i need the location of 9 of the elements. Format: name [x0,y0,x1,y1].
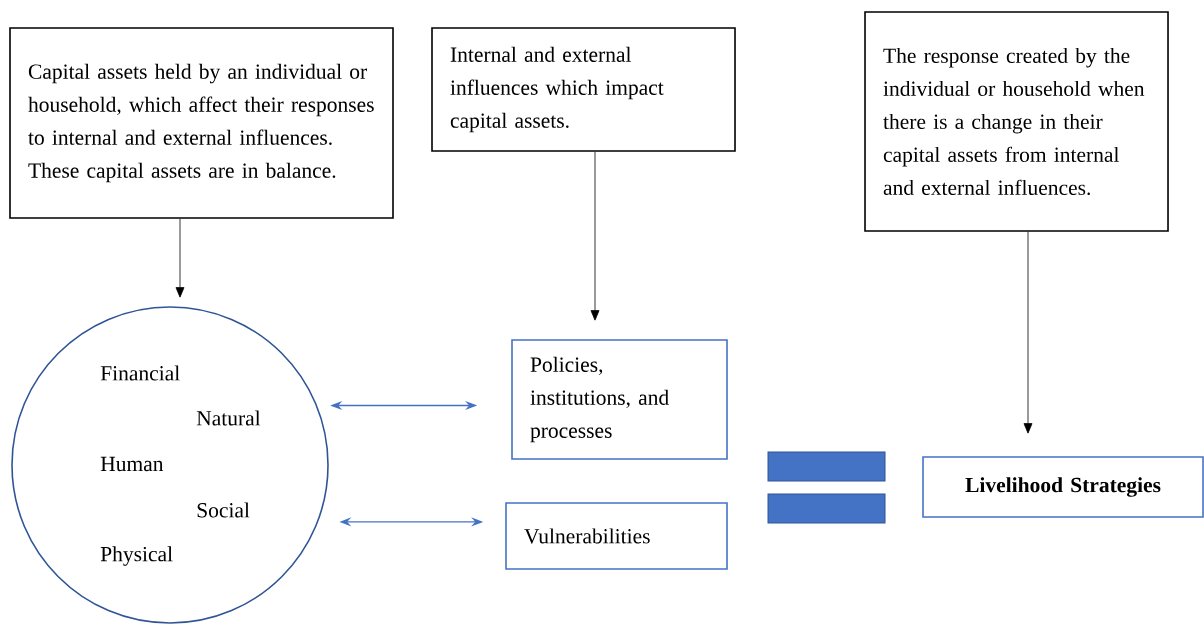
arrow [1023,231,1033,434]
arrow [590,151,600,321]
text-box: The response created by the individual or household when there is a change in their capital assets from internal and external influences. [864,11,1169,232]
text-box: Capital assets held by an individual or household, which affect their responses to internal and external influences. These capital assets are in balance. [9,27,394,219]
text-box: Internal and external influences which impact capital assets. [431,27,736,152]
result-box: Livelihood Strategies [922,456,1204,518]
process-box: Vulnerabilities [505,502,728,570]
arrow [175,218,185,298]
process-box: Policies, institutions, and processes [511,339,728,460]
